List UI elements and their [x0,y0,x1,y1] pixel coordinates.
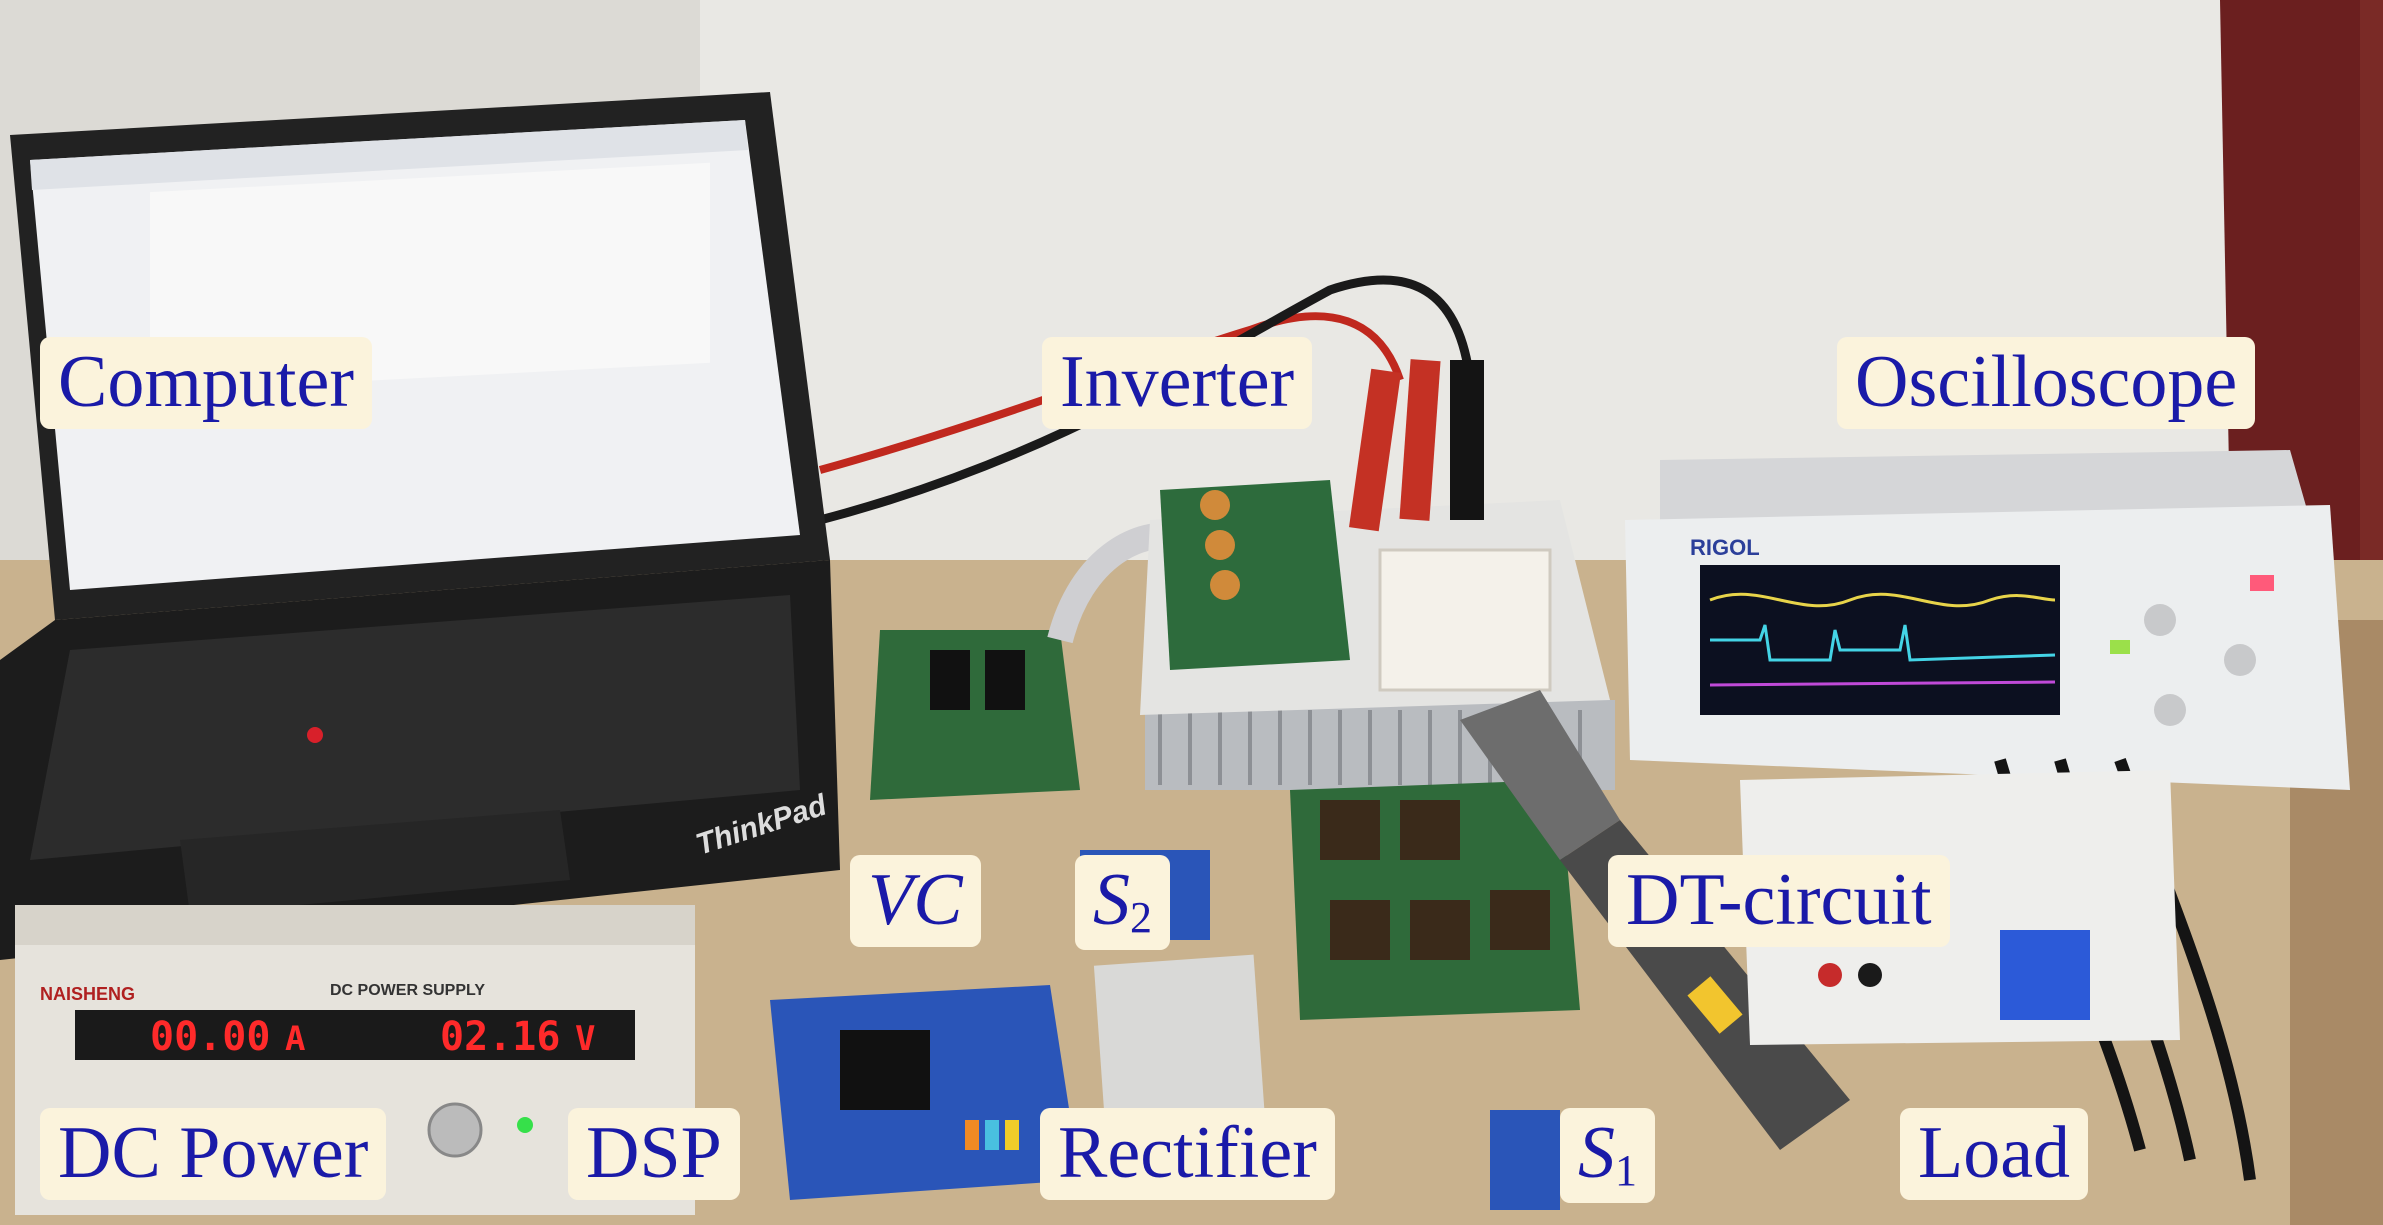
label-s2: S2 [1075,855,1170,950]
vc-chip-2 [985,650,1025,710]
label-oscilloscope: Oscilloscope [1837,337,2256,429]
scope-brand: RIGOL [1690,535,1760,560]
label-s1-subscript: 1 [1615,1146,1637,1195]
vc-pcb [870,630,1080,800]
psu-display-panel [75,1010,635,1060]
scope-button-green [2110,640,2130,654]
label-dsp: DSP [568,1108,740,1200]
transformer-3 [1210,570,1240,600]
scope-button-red [2250,575,2274,591]
trackpoint [307,727,323,743]
diode-2 [1400,800,1460,860]
probe-clip-red-2 [1399,359,1441,521]
diode-4 [1410,900,1470,960]
laptop: ThinkPad [0,92,840,960]
laptop-screen-toolbar [30,120,748,190]
scope-trace-magenta [1709,680,2056,687]
diode-5 [1490,890,1550,950]
dsp-header-1 [965,1120,979,1150]
load-terminal-red [1818,963,1842,987]
probe-clip-red [1349,368,1401,532]
label-s2-letter: S [1093,859,1130,941]
inverter-driver-pcb [1160,480,1350,670]
vc-chip-1 [930,650,970,710]
scope-trace-cyan [1710,624,2056,662]
psu-current-unit: A [285,1019,305,1059]
scope-knob-2 [2224,644,2256,676]
oscilloscope-device: RIGOL [1625,450,2350,790]
label-dc-power: DC Power [40,1108,387,1200]
touchpad [180,810,570,915]
dsp-header-3 [1005,1120,1019,1150]
psu-top [15,905,695,945]
dsp-chip [840,1030,930,1110]
label-inverter: Inverter [1042,337,1313,429]
probe-head [1460,690,1620,860]
probe-clip-black [1450,360,1484,520]
probe-label [1687,976,1743,1034]
label-vc: VC [850,855,981,947]
label-rectifier: Rectifier [1040,1108,1335,1200]
electronic-load [1740,770,2180,1045]
dsp-board [770,985,1080,1200]
black-cable [818,275,1475,525]
label-s1-letter: S [1578,1112,1615,1194]
metal-plate [1093,954,1267,1156]
label-dt-circuit: DT-circuit [1608,855,1950,947]
psu-brand: NAISHENG [40,984,135,1004]
scope-knob-3 [2154,694,2186,726]
rectifier-board [1093,780,1580,1156]
scope-knob-1 [2144,604,2176,636]
load-display [2000,930,2090,1020]
diode-3 [1330,900,1390,960]
s1-board [1490,1110,1560,1210]
psu-knob [427,1102,483,1158]
laptop-code-pane [150,162,710,393]
psu-voltage-unit: V [575,1019,595,1059]
label-computer: Computer [40,337,372,429]
transformer-1 [1200,490,1230,520]
scope-trace-yellow [1709,592,2056,608]
label-s1: S1 [1560,1108,1655,1203]
vc-board [870,630,1080,800]
dsp-header-2 [985,1120,999,1150]
psu-voltage-reading: 02.16 [440,1014,560,1060]
diode-1 [1320,800,1380,860]
label-load: Load [1900,1108,2089,1200]
label-s2-subscript: 2 [1130,893,1152,942]
psu-title: DC POWER SUPPLY [330,982,485,999]
laptop-keyboard-keys [30,595,800,860]
load-terminal-black [1858,963,1882,987]
igbt-module [1378,548,1552,692]
psu-current-reading: 00.00 [150,1014,270,1060]
transformer-2 [1205,530,1235,560]
psu-indicator-led [517,1117,533,1133]
